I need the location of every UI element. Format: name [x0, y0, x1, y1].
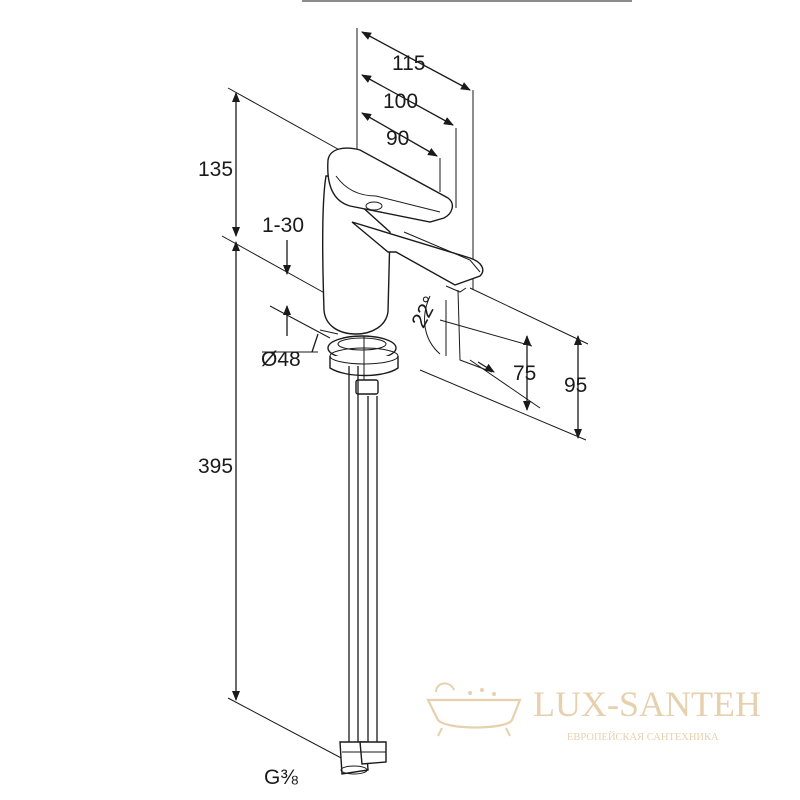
dim-95-label: 95 — [564, 374, 587, 397]
lux-santeh-logo: LUX-SANTEH ЕВРОПЕЙСКАЯ САНТЕХНИКА — [426, 682, 761, 743]
diameter-leader — [262, 329, 339, 353]
dim-1-30-label: 1-30 — [262, 214, 304, 237]
dim-angle-22-label: 22° — [407, 293, 442, 332]
bathtub-icon — [426, 682, 522, 737]
dim-75-label: 75 — [513, 362, 536, 385]
dim-90-label: 90 — [386, 127, 409, 150]
dim-115-label: 115 — [392, 52, 425, 75]
dim-diameter-48-label: Ø48 — [261, 348, 301, 371]
watermark-tagline: ЕВРОПЕЙСКАЯ САНТЕХНИКА — [567, 731, 719, 743]
spout-height-dimensions — [419, 287, 589, 441]
thread-spec-label: G⅜ — [264, 766, 298, 789]
flow-angle — [424, 289, 495, 373]
supply-hoses — [339, 366, 387, 775]
dim-395-label: 395 — [198, 455, 233, 478]
dim-135-label: 135 — [198, 158, 233, 181]
watermark-brand-name: LUX-SANTEH — [533, 684, 761, 724]
height-dimensions — [221, 87, 346, 761]
faucet-body — [321, 147, 484, 395]
dim-100-label: 100 — [383, 90, 418, 113]
